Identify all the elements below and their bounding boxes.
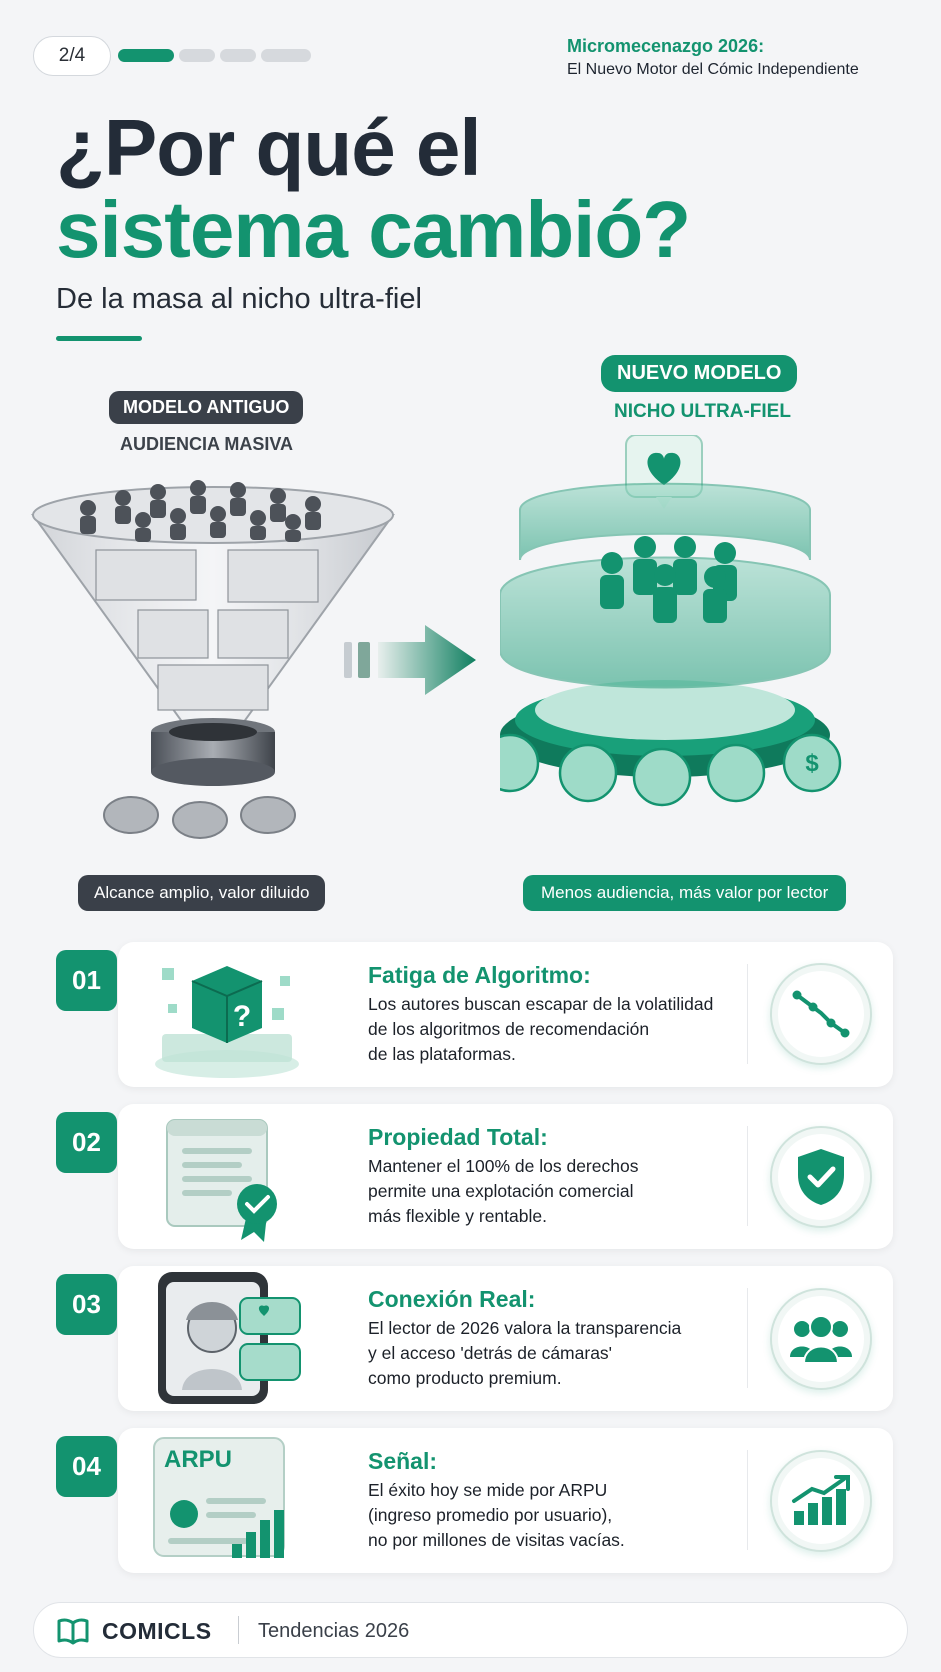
arpu-dashboard-illustration: ARPU [122, 1432, 332, 1569]
svg-text:?: ? [233, 1000, 251, 1033]
reason-text-line: de las plataformas. [368, 1044, 516, 1064]
footer-tagline: Tendencias 2026 [258, 1620, 410, 1642]
question-cube-illustration: ? [155, 966, 299, 1078]
reason-number-1: 01 [56, 950, 117, 1011]
reason-title-3: Conexión Real: [368, 1286, 536, 1312]
reason-text-line: Los autores buscan escapar de la volatil… [368, 994, 714, 1014]
users-icon [770, 1288, 872, 1390]
reason-number-2: 02 [56, 1112, 117, 1173]
footer-divider [238, 1616, 239, 1644]
reason-text-line: más flexible y rentable. [368, 1206, 547, 1226]
svg-text:$: $ [805, 750, 819, 777]
funnel-illustration [31, 480, 395, 839]
card-divider [747, 1288, 748, 1388]
dollar-coin [782, 733, 842, 793]
brand-name: COMICLS [102, 1618, 212, 1644]
series-title: Micromecenazgo 2026: [567, 36, 765, 56]
new-model-tag: NUEVO MODELO [601, 355, 798, 392]
niche-ring-illustration: $ [500, 435, 842, 807]
series-subtitle: El Nuevo Motor del Cómic Independiente [567, 61, 859, 78]
page-indicator: 2/4 [33, 36, 111, 76]
gem-coin [558, 743, 618, 803]
card-divider [747, 1126, 748, 1226]
reason-number-4: 04 [56, 1436, 117, 1497]
book-icon [57, 1618, 89, 1645]
progress-segment-active [118, 49, 174, 62]
star-coin [500, 733, 540, 793]
page-subtitle: De la masa al nicho ultra-fiel [56, 283, 422, 315]
title-underline [56, 336, 142, 341]
reason-text-4: El éxito hoy se mide por ARPU (ingreso p… [368, 1478, 738, 1553]
progress-segment [220, 49, 256, 62]
progress-segment [179, 49, 215, 62]
reason-text-3: El lector de 2026 valora la transparenci… [368, 1316, 738, 1391]
arpu-label: ARPU [164, 1446, 233, 1473]
reason-text-1: Los autores buscan escapar de la volatil… [368, 992, 738, 1067]
card-divider [747, 1450, 748, 1550]
phone-chat-illustration [158, 1272, 301, 1404]
card-divider [747, 964, 748, 1064]
series-heading: Micromecenazgo 2026: El Nuevo Motor del … [567, 36, 907, 79]
reason-text-2: Mantener el 100% de los derechos permite… [368, 1154, 738, 1229]
crown-coin [706, 743, 766, 803]
reason-text-line: de los algoritmos de recomendación [368, 1019, 650, 1039]
progress-segment [261, 49, 311, 62]
reason-text-line: no por millones de visitas vacías. [368, 1530, 625, 1550]
trend-down-icon [770, 963, 872, 1065]
growth-chart-icon [770, 1450, 872, 1552]
gem-coin [632, 747, 692, 807]
contract-scroll-illustration [166, 1119, 277, 1242]
reason-title-4: Señal: [368, 1448, 438, 1474]
page-title-line1: ¿Por qué el [56, 103, 482, 192]
shield-check-icon [770, 1126, 872, 1228]
new-model-label: NICHO ULTRA-FIEL [614, 401, 791, 422]
page-title-line2: sistema cambió? [56, 185, 691, 274]
reason-text-line: (ingreso promedio por usuario), [368, 1505, 613, 1525]
reason-text-line: El lector de 2026 valora la transparenci… [368, 1318, 682, 1338]
heart-icon [647, 452, 681, 485]
reason-title-2: Propiedad Total: [368, 1124, 548, 1150]
progress-bar [118, 49, 311, 62]
old-model-label: AUDIENCIA MASIVA [120, 434, 294, 454]
new-model-caption: Menos audiencia, más valor por lector [523, 875, 847, 911]
old-model-tag: MODELO ANTIGUO [109, 391, 304, 424]
reason-text-line: y el acceso 'detrás de cámaras' [368, 1343, 613, 1363]
reason-text-line: El éxito hoy se mide por ARPU [368, 1480, 608, 1500]
reason-text-line: Mantener el 100% de los derechos [368, 1156, 639, 1176]
footer-bar [33, 1602, 908, 1658]
reason-text-line: permite una explotación comercial [368, 1181, 634, 1201]
old-model-caption: Alcance amplio, valor diluido [78, 875, 326, 911]
reason-number-3: 03 [56, 1274, 117, 1335]
reason-text-line: como producto premium. [368, 1368, 562, 1388]
reason-title-1: Fatiga de Algoritmo: [368, 962, 591, 988]
arrow-right-icon [344, 625, 476, 695]
